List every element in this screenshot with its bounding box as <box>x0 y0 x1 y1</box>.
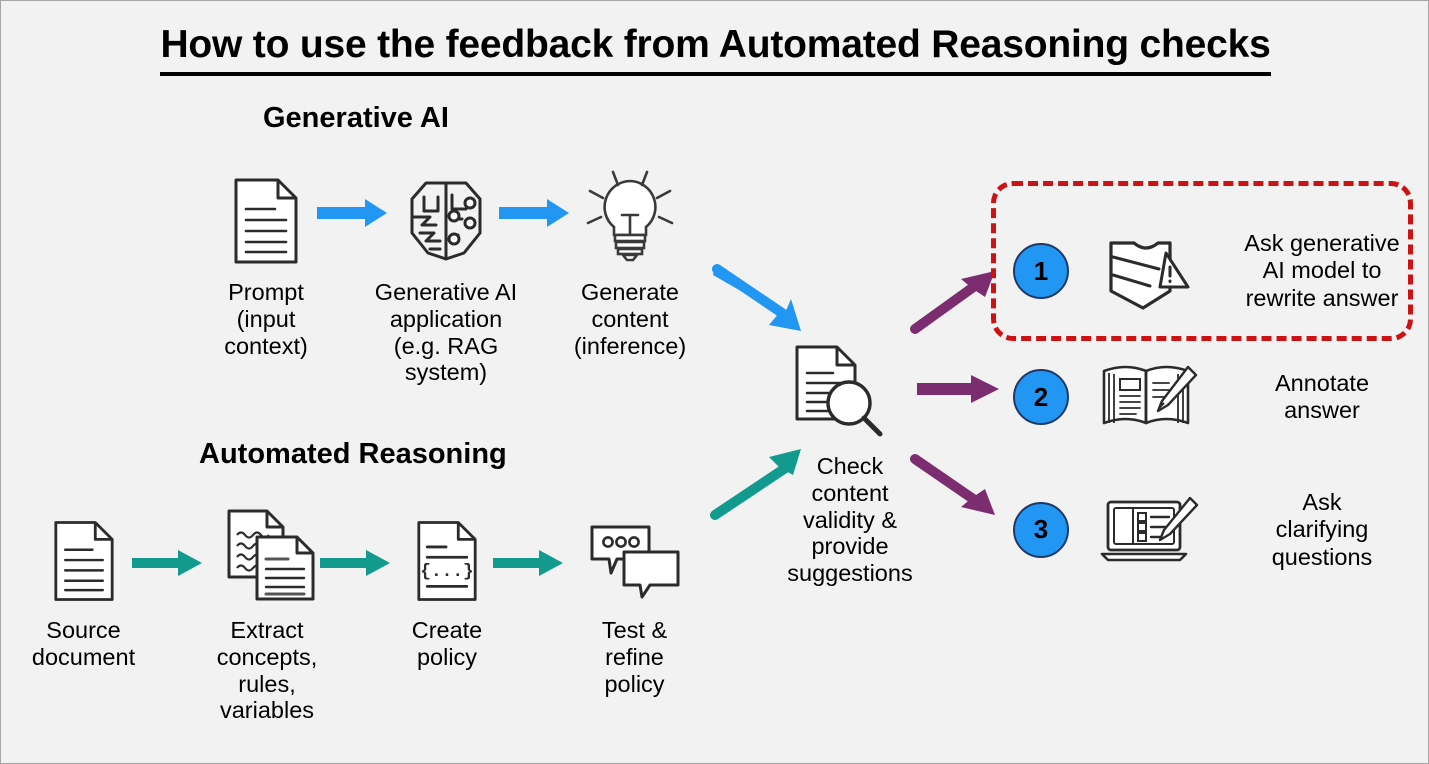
brain-chip-icon <box>367 169 525 273</box>
flow-node-extract-concepts-caption: Extract concepts, rules, variables <box>216 617 318 724</box>
step-badge-1: 1 <box>1013 243 1069 299</box>
highlight-callout-box <box>991 181 1413 341</box>
step-badge-2: 2 <box>1013 369 1069 425</box>
checker-caption: Check content validity & provide suggest… <box>787 453 913 587</box>
arrow-purple-3 <box>910 453 999 519</box>
lightbulb-icon <box>551 161 709 273</box>
step-item-1[interactable]: 1 Ask generative AI model to rewrite ans… <box>1013 229 1428 313</box>
flow-node-prompt-caption: Prompt (input context) <box>224 279 308 359</box>
section-heading-generative-ai: Generative AI <box>263 102 449 134</box>
section-heading-automated-reasoning: Automated Reasoning <box>199 438 507 470</box>
step-badge-3: 3 <box>1013 501 1069 558</box>
step-label-1: Ask generative AI model to rewrite answe… <box>1244 230 1400 311</box>
page-title: How to use the feedback from Automated R… <box>1 23 1428 76</box>
flow-node-test-refine-policy-caption: Test & refine policy <box>601 617 668 697</box>
chat-bubbles-icon <box>557 511 712 611</box>
book-pencil-icon <box>1102 361 1198 433</box>
arrow-teal-3 <box>493 547 563 579</box>
page-title-text: How to use the feedback from Automated R… <box>160 23 1271 76</box>
arrow-blue-to-checker <box>712 263 813 343</box>
document-magnifier-icon <box>779 339 895 443</box>
arrow-blue-2 <box>499 197 569 229</box>
flow-node-prompt[interactable]: Prompt (input context) <box>187 169 345 359</box>
arrow-teal-1 <box>132 547 202 579</box>
flow-node-test-refine-policy[interactable]: Test & refine policy <box>557 511 712 697</box>
laptop-pencil-icon <box>1100 494 1199 566</box>
step-item-3[interactable]: 3 Ask <box>1013 489 1428 571</box>
flow-node-create-policy-caption: Create policy <box>411 617 483 670</box>
two-documents-icon <box>187 499 347 611</box>
flow-node-genai-application-caption: Generative AI application (e.g. RAG syst… <box>374 279 518 386</box>
flow-node-generate-content[interactable]: Generate content (inference) <box>551 161 709 359</box>
document-icon <box>6 511 161 611</box>
step-label-2: Annotate answer <box>1274 369 1370 423</box>
flow-node-generate-content-caption: Generate content (inference) <box>573 279 687 359</box>
arrow-purple-2 <box>917 373 999 405</box>
step-item-2[interactable]: 2 <box>1013 361 1428 433</box>
checker-icon-wrap[interactable] <box>779 339 895 443</box>
flow-node-create-policy[interactable]: {...} Create policy <box>372 511 522 671</box>
flow-node-source-document[interactable]: Source document <box>6 511 161 671</box>
arrow-blue-1 <box>317 197 387 229</box>
document-icon <box>187 169 345 273</box>
arrow-teal-to-checker <box>710 441 813 521</box>
arrow-teal-2 <box>320 547 390 579</box>
flow-node-genai-application[interactable]: Generative AI application (e.g. RAG syst… <box>367 169 525 386</box>
flow-node-source-document-caption: Source document <box>31 617 136 670</box>
arrow-purple-1 <box>910 269 999 335</box>
flow-node-extract-concepts[interactable]: Extract concepts, rules, variables <box>187 499 347 724</box>
step-label-3: Ask clarifying questions <box>1271 489 1373 570</box>
policy-code-icon: {...} <box>372 511 522 611</box>
svg-text:{...}: {...} <box>420 562 474 582</box>
shield-alert-icon <box>1103 229 1195 313</box>
